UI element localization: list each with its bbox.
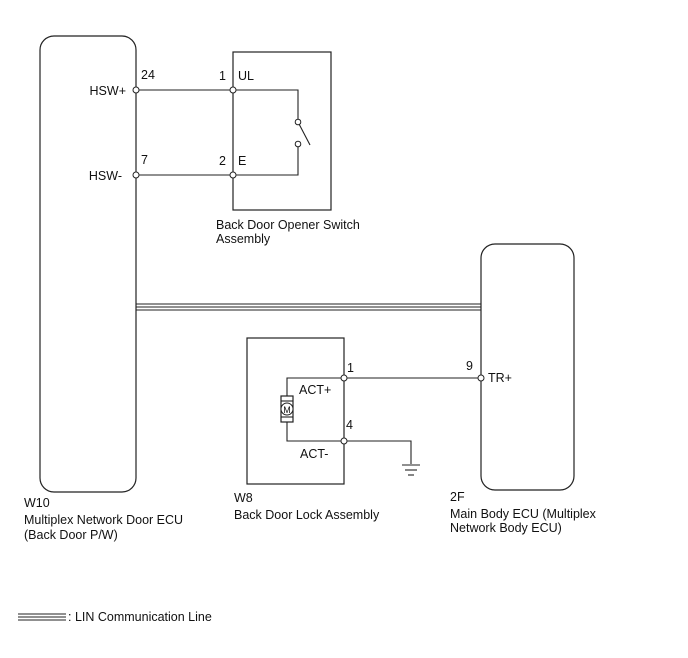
w10-name-line2: (Back Door P/W) [24, 528, 118, 542]
ground-icon [402, 464, 420, 476]
pin-w8-1 [340, 374, 348, 382]
w10-pin-7: 7 [141, 153, 148, 167]
2f-name-line1: Main Body ECU (Multiplex [450, 507, 597, 521]
opener-switch-box [232, 51, 332, 211]
w8-pin-4: 4 [346, 418, 353, 432]
motor-symbol: M [283, 405, 291, 415]
switch-icon [233, 89, 311, 176]
pin-2f-9 [477, 374, 485, 382]
2f-code: 2F [450, 490, 465, 504]
switch-label-ul: UL [238, 69, 254, 83]
switch-label-e: E [238, 154, 246, 168]
w8-code: W8 [234, 491, 253, 505]
w10-ecu-body [39, 35, 137, 493]
pin-switch-2 [229, 171, 237, 179]
main-body-ecu-body [480, 243, 575, 491]
switch-pin-1: 1 [219, 69, 226, 83]
pin-w8-4 [340, 437, 348, 445]
lin-line-icon [18, 613, 66, 621]
w8-label-act-minus: ACT- [300, 447, 328, 461]
wire-act-minus-ground [344, 440, 412, 464]
switch-pin-2: 2 [219, 154, 226, 168]
w10-code: W10 [24, 496, 50, 510]
w10-pin-24: 24 [141, 68, 155, 82]
opener-switch-name-line2: Assembly [216, 232, 271, 246]
w10-name-line1: Multiplex Network Door ECU [24, 513, 183, 527]
2f-label-tr-plus: TR+ [488, 371, 512, 385]
pin-w10-24 [132, 86, 140, 94]
w8-name: Back Door Lock Assembly [234, 508, 380, 522]
back-door-lock-box [246, 337, 345, 485]
pin-switch-1 [229, 86, 237, 94]
w10-label-hsw-minus: HSW- [89, 169, 122, 183]
w10-label-hsw-plus: HSW+ [90, 84, 126, 98]
motor-icon: M [280, 377, 344, 442]
2f-pin-9: 9 [466, 359, 473, 373]
w8-pin-1: 1 [347, 361, 354, 375]
2f-name-line2: Network Body ECU) [450, 521, 562, 535]
legend-text: : LIN Communication Line [68, 610, 212, 624]
pin-w10-7 [132, 171, 140, 179]
w8-label-act-plus: ACT+ [299, 383, 331, 397]
opener-switch-name-line1: Back Door Opener Switch [216, 218, 360, 232]
lin-communication-line [136, 303, 481, 311]
